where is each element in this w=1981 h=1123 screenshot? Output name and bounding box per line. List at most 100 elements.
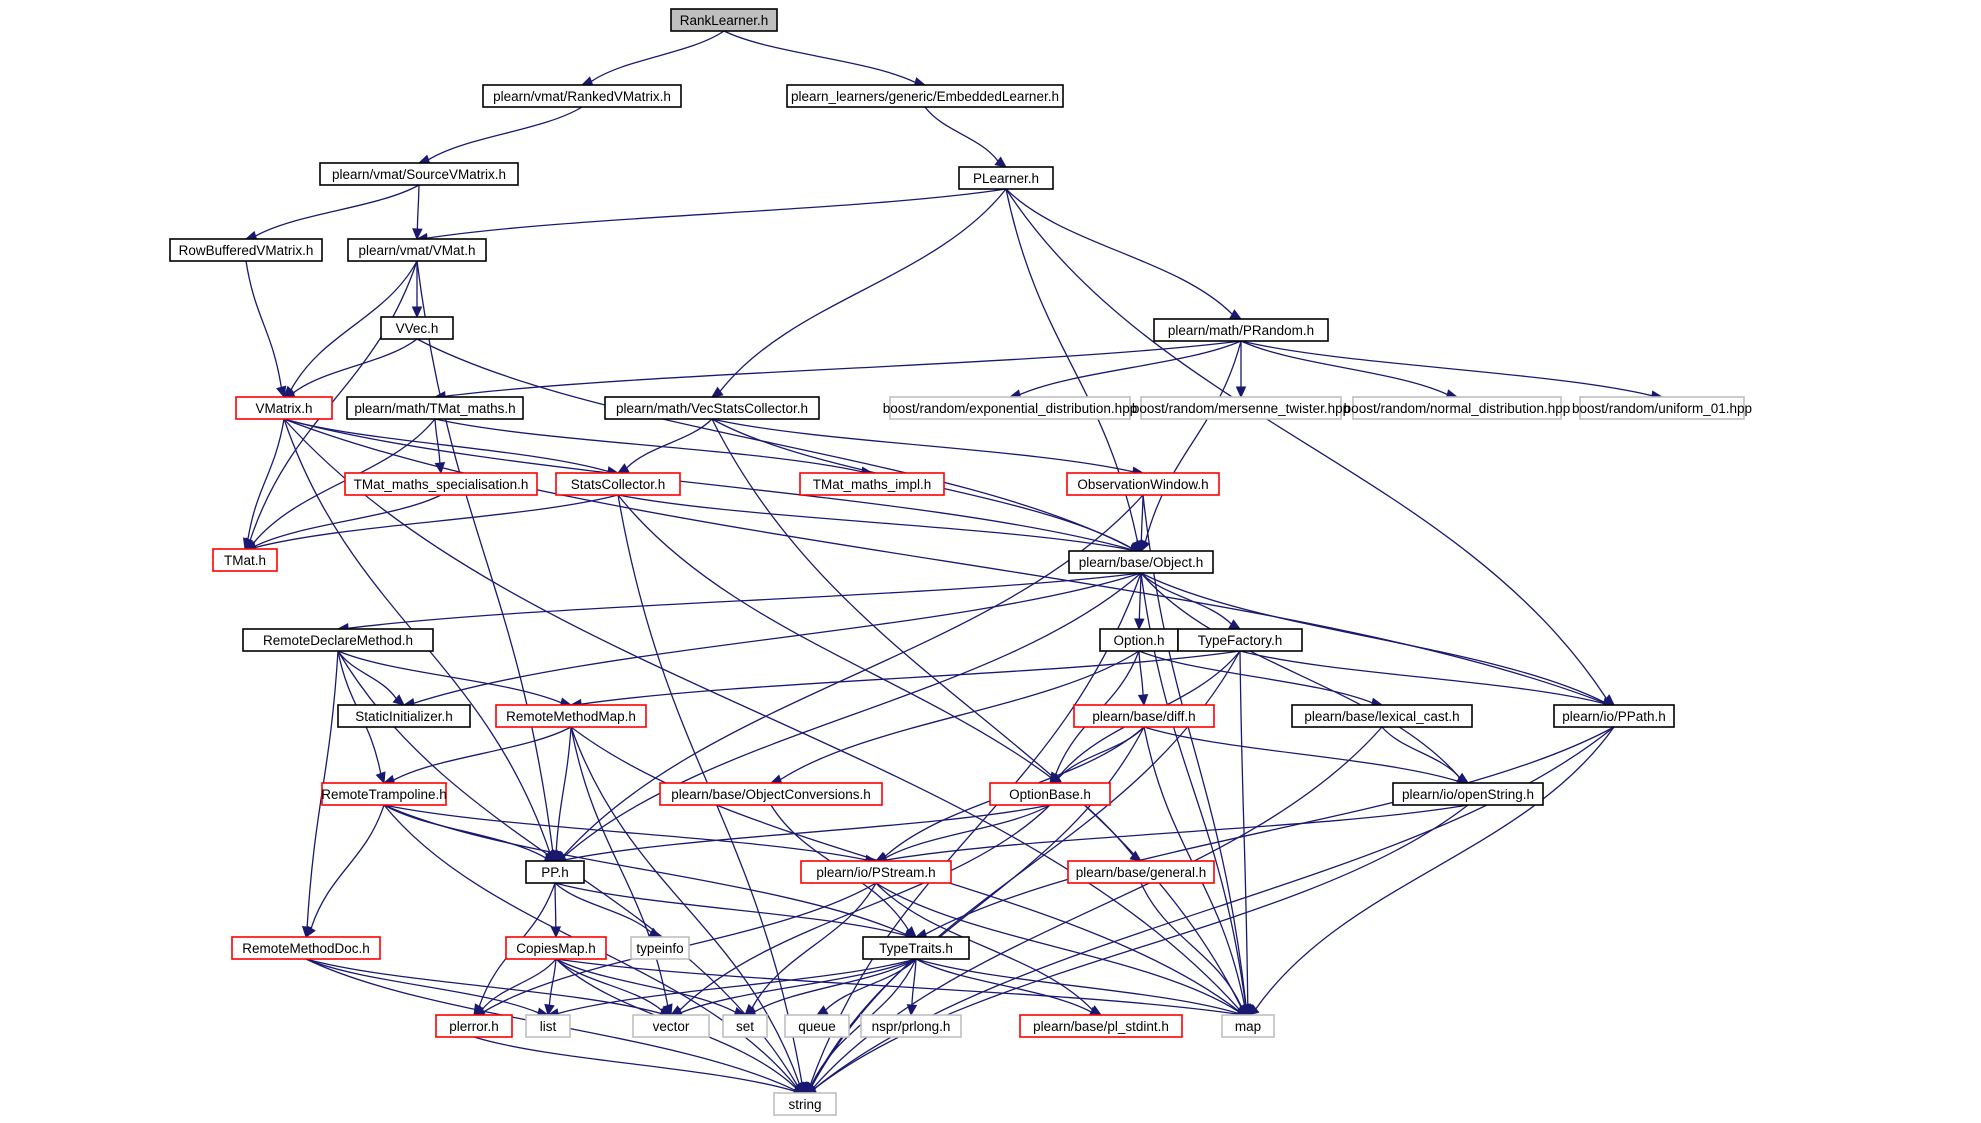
node-boost-random-uniform-01-hpp[interactable]: boost/random/uniform_01.hpp bbox=[1572, 396, 1752, 420]
edge-line bbox=[254, 494, 619, 549]
node-label: vector bbox=[653, 1019, 690, 1034]
node-queue[interactable]: queue bbox=[784, 1014, 850, 1038]
edge-n10-n18 bbox=[434, 418, 874, 477]
node-boost-random-mersenne-twister-hpp[interactable]: boost/random/mersenne_twister.hpp bbox=[1132, 396, 1350, 420]
edge-n8-n13 bbox=[1235, 340, 1247, 399]
node-plearn-vmat-sourcevmatrix-h[interactable]: plearn/vmat/SourceVMatrix.h bbox=[319, 162, 519, 186]
node-box bbox=[659, 782, 883, 806]
node-box bbox=[482, 84, 682, 108]
node-boost-random-exponential-distribution-hpp[interactable]: boost/random/exponential_distribution.hp… bbox=[883, 396, 1137, 420]
node-copiesmap-h[interactable]: CopiesMap.h bbox=[505, 936, 607, 960]
edge-line bbox=[555, 958, 663, 1012]
node-string[interactable]: string bbox=[773, 1092, 837, 1116]
node-plearn-math-tmat-maths-h[interactable]: plearn/math/TMat_maths.h bbox=[346, 396, 524, 420]
node-plearn-math-prandom-h[interactable]: plearn/math/PRandom.h bbox=[1153, 318, 1329, 342]
edge-line bbox=[1381, 726, 1461, 778]
node-tmat-h[interactable]: TMat.h bbox=[212, 548, 278, 572]
node-staticinitializer-h[interactable]: StaticInitializer.h bbox=[337, 704, 471, 728]
node-label: plearn/base/Object.h bbox=[1079, 555, 1204, 570]
node-tmat-maths-specialisation-h[interactable]: TMat_maths_specialisation.h bbox=[344, 472, 538, 496]
node-remotetrampoline-h[interactable]: RemoteTrampoline.h bbox=[321, 782, 447, 806]
edge-arrowhead bbox=[1229, 309, 1243, 320]
edge-line bbox=[1140, 572, 1461, 779]
edge-arrowhead bbox=[544, 1003, 555, 1017]
edge-n28-n49 bbox=[803, 726, 1383, 1094]
edge-line bbox=[416, 184, 420, 230]
node-plearn-base-pl-stdint-h[interactable]: plearn/base/pl_stdint.h bbox=[1019, 1014, 1183, 1038]
edge-arrowhead bbox=[434, 461, 446, 475]
node-plearn-base-objectconversions-h[interactable]: plearn/base/ObjectConversions.h bbox=[659, 782, 883, 806]
node-remotemethodmap-h[interactable]: RemoteMethodMap.h bbox=[495, 704, 647, 728]
node-box bbox=[169, 238, 323, 262]
node-typeinfo[interactable]: typeinfo bbox=[630, 936, 690, 960]
node-plearn-base-lexical-cast-h[interactable]: plearn/base/lexical_cast.h bbox=[1291, 704, 1473, 728]
edge-n36-n48 bbox=[1140, 882, 1249, 1016]
node-plearn-io-pstream-h[interactable]: plearn/io/PStream.h bbox=[800, 860, 952, 884]
edge-line bbox=[875, 882, 1239, 1013]
edge-line bbox=[434, 418, 863, 473]
edge-arrowhead bbox=[375, 771, 386, 785]
node-label: RankLearner.h bbox=[680, 13, 769, 28]
node-optionbase-h[interactable]: OptionBase.h bbox=[989, 782, 1111, 806]
edge-arrowhead bbox=[1247, 1004, 1260, 1016]
node-box bbox=[505, 936, 607, 960]
node-pp-h[interactable]: PP.h bbox=[525, 860, 585, 884]
node-box bbox=[435, 1014, 513, 1038]
node-typefactory-h[interactable]: TypeFactory.h bbox=[1177, 628, 1303, 652]
node-set[interactable]: set bbox=[722, 1014, 768, 1038]
node-label: RowBufferedVMatrix.h bbox=[179, 243, 314, 258]
node-plearn-io-ppath-h[interactable]: plearn/io/PPath.h bbox=[1553, 704, 1675, 728]
node-map[interactable]: map bbox=[1221, 1014, 1275, 1038]
node-plearner-h[interactable]: PLearner.h bbox=[958, 166, 1054, 190]
node-plearn-base-general-h[interactable]: plearn/base/general.h bbox=[1067, 860, 1215, 884]
node-vvec-h[interactable]: VVec.h bbox=[380, 316, 454, 340]
edge-n8-n12 bbox=[1008, 340, 1242, 400]
edge-line bbox=[809, 572, 1142, 1085]
node-label: plearn/vmat/VMat.h bbox=[358, 243, 475, 258]
node-statscollector-h[interactable]: StatsCollector.h bbox=[555, 472, 681, 496]
node-plearn-base-diff-h[interactable]: plearn/base/diff.h bbox=[1073, 704, 1215, 728]
node-label: StatsCollector.h bbox=[571, 477, 666, 492]
edge-n4-n6 bbox=[415, 188, 1007, 244]
node-label: RemoteDeclareMethod.h bbox=[263, 633, 413, 648]
node-plerror-h[interactable]: plerror.h bbox=[435, 1014, 513, 1038]
node-ranklearner-h[interactable]: RankLearner.h bbox=[670, 8, 778, 32]
edge-line bbox=[875, 882, 1093, 1011]
node-plearn-vmat-vmat-h[interactable]: plearn/vmat/VMat.h bbox=[347, 238, 487, 262]
node-nspr-prlong-h[interactable]: nspr/prlong.h bbox=[860, 1014, 962, 1038]
node-box bbox=[800, 860, 952, 884]
node-label: queue bbox=[798, 1019, 836, 1034]
edge-arrowhead bbox=[994, 156, 1007, 168]
edge-line bbox=[1140, 494, 1144, 542]
edge-arrowhead bbox=[550, 926, 562, 939]
node-tmat-maths-impl-h[interactable]: TMat_maths_impl.h bbox=[799, 472, 945, 496]
edge-arrowhead bbox=[616, 463, 630, 474]
node-label: plearn/math/TMat_maths.h bbox=[354, 401, 515, 416]
node-list[interactable]: list bbox=[525, 1014, 571, 1038]
edge-line bbox=[554, 882, 557, 928]
node-vmatrix-h[interactable]: VMatrix.h bbox=[235, 396, 333, 420]
node-observationwindow-h[interactable]: ObservationWindow.h bbox=[1066, 472, 1220, 496]
edge-arrowhead bbox=[711, 386, 724, 398]
node-option-h[interactable]: Option.h bbox=[1099, 628, 1179, 652]
node-label: plearn/base/lexical_cast.h bbox=[1304, 709, 1459, 724]
node-remotemethoddoc-h[interactable]: RemoteMethodDoc.h bbox=[231, 936, 381, 960]
edge-line bbox=[444, 340, 1242, 397]
node-plearn-learners-generic-embeddedlearner-h[interactable]: plearn_learners/generic/EmbeddedLearner.… bbox=[786, 84, 1064, 108]
node-typetraits-h[interactable]: TypeTraits.h bbox=[862, 936, 970, 960]
node-plearn-io-openstring-h[interactable]: plearn/io/openString.h bbox=[1392, 782, 1544, 806]
node-box bbox=[344, 472, 538, 496]
node-label: OptionBase.h bbox=[1009, 787, 1091, 802]
node-plearn-base-object-h[interactable]: plearn/base/Object.h bbox=[1068, 550, 1214, 574]
edge-n4-n29 bbox=[1005, 188, 1615, 706]
edge-n22-n25 bbox=[337, 650, 405, 706]
node-plearn-vmat-rankedvmatrix-h[interactable]: plearn/vmat/RankedVMatrix.h bbox=[482, 84, 682, 108]
node-boost-random-normal-distribution-hpp[interactable]: boost/random/normal_distribution.hpp bbox=[1344, 396, 1571, 420]
node-plearn-math-vecstatscollector-h[interactable]: plearn/math/VecStatsCollector.h bbox=[604, 396, 820, 420]
edge-line bbox=[1005, 188, 1233, 315]
edge-line bbox=[1140, 572, 1605, 703]
node-vector[interactable]: vector bbox=[632, 1014, 710, 1038]
node-rowbufferedvmatrix-h[interactable]: RowBufferedVMatrix.h bbox=[169, 238, 323, 262]
edge-line bbox=[416, 260, 554, 852]
node-remotedeclaremethod-h[interactable]: RemoteDeclareMethod.h bbox=[242, 628, 434, 652]
